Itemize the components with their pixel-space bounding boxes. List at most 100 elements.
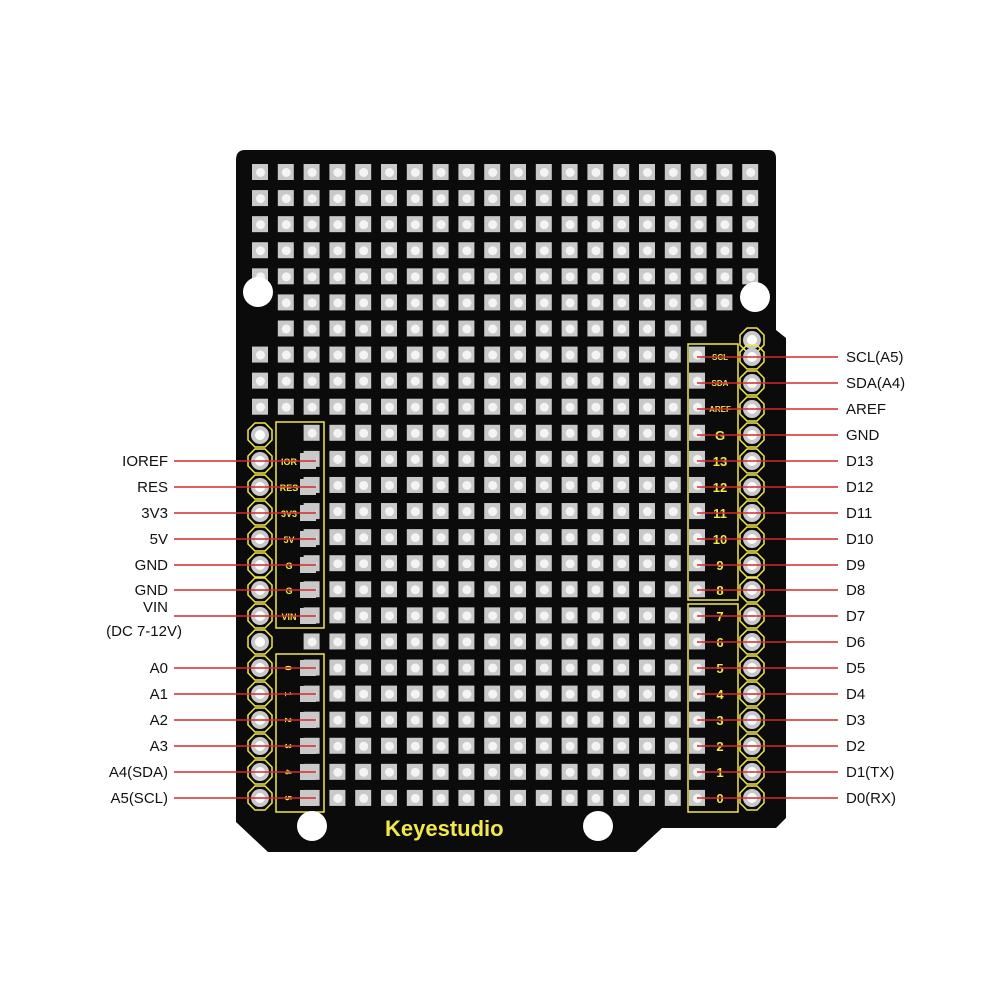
drill-hole	[410, 585, 420, 595]
drill-hole	[385, 246, 394, 256]
header-pad-outline	[739, 733, 765, 759]
drill-hole	[565, 741, 575, 751]
drill-hole	[617, 194, 627, 204]
drill-hole	[539, 793, 549, 803]
drill-hole	[488, 324, 498, 334]
drill-hole	[539, 507, 549, 517]
drill-hole	[410, 402, 420, 412]
drill-hole	[462, 246, 472, 256]
drill-hole	[488, 533, 498, 543]
drill-hole	[436, 611, 446, 621]
drill-hole	[565, 767, 575, 777]
drill-hole	[668, 246, 678, 256]
drill-hole	[359, 767, 369, 777]
drill-hole	[668, 272, 678, 282]
drill-hole	[333, 767, 343, 777]
drill-hole	[668, 507, 678, 517]
drill-hole	[462, 637, 472, 647]
drill-hole	[565, 559, 575, 569]
drill-hole	[694, 168, 704, 177]
header-pad-outline	[247, 577, 273, 603]
drill-hole	[591, 324, 601, 334]
drill-hole	[333, 168, 343, 177]
drill-hole	[617, 689, 627, 699]
drill-hole	[591, 428, 601, 438]
drill-hole	[539, 663, 549, 673]
drill-hole	[410, 767, 420, 777]
drill-hole	[539, 715, 549, 725]
drill-hole	[694, 298, 704, 308]
drill-hole	[565, 428, 575, 438]
drill-hole	[410, 480, 420, 490]
drill-hole	[462, 767, 472, 777]
drill-hole	[256, 246, 265, 256]
drill-hole	[514, 663, 523, 673]
drill-hole	[643, 611, 652, 621]
drill-hole	[333, 324, 343, 334]
drill-hole	[591, 350, 601, 360]
header-pad-hole	[255, 637, 265, 647]
drill-hole	[591, 637, 601, 647]
left-pin-label: 5V	[150, 531, 168, 548]
drill-hole	[385, 793, 394, 803]
drill-hole	[436, 324, 446, 334]
drill-hole	[359, 663, 369, 673]
drill-hole	[539, 298, 549, 308]
header-pad-outline	[739, 474, 765, 500]
right-pin-label: D4	[846, 686, 865, 703]
drill-hole	[307, 637, 317, 647]
analog-header-box	[275, 653, 325, 813]
drill-hole	[385, 428, 394, 438]
drill-hole	[410, 741, 420, 751]
header-pad-outline	[247, 681, 273, 707]
drill-hole	[565, 454, 575, 464]
drill-hole	[539, 454, 549, 464]
drill-hole	[462, 324, 472, 334]
right-pin-label: AREF	[846, 401, 886, 418]
drill-hole	[668, 767, 678, 777]
drill-hole	[359, 272, 369, 282]
header-pad-hole	[747, 335, 757, 345]
drill-hole	[436, 428, 446, 438]
drill-hole	[514, 246, 523, 256]
drill-hole	[359, 168, 369, 177]
drill-hole	[488, 559, 498, 569]
drill-hole	[539, 194, 549, 204]
drill-hole	[333, 428, 343, 438]
drill-hole	[333, 220, 343, 230]
drill-hole	[591, 767, 601, 777]
header-pad-outline	[739, 552, 765, 578]
drill-hole	[591, 480, 601, 490]
drill-hole	[617, 324, 627, 334]
drill-hole	[436, 454, 446, 464]
drill-hole	[410, 168, 420, 177]
left-pin-label: A4(SDA)	[109, 764, 168, 781]
drill-hole	[436, 715, 446, 725]
drill-hole	[385, 533, 394, 543]
drill-hole	[385, 194, 394, 204]
drill-hole	[514, 611, 523, 621]
drill-hole	[643, 533, 652, 543]
drill-hole	[385, 402, 394, 412]
right-pin-label: D1(TX)	[846, 764, 894, 781]
drill-hole	[307, 194, 317, 204]
drill-hole	[668, 194, 678, 204]
header-pad-outline	[247, 785, 273, 811]
drill-hole	[462, 559, 472, 569]
drill-hole	[694, 194, 704, 204]
drill-hole	[514, 715, 523, 725]
drill-hole	[359, 611, 369, 621]
drill-hole	[617, 402, 627, 412]
drill-hole	[462, 350, 472, 360]
header-pad-outline	[247, 526, 273, 552]
drill-hole	[591, 298, 601, 308]
drill-hole	[385, 298, 394, 308]
drill-hole	[359, 298, 369, 308]
drill-hole	[462, 168, 472, 177]
drill-hole	[488, 298, 498, 308]
header-pad-outline	[247, 422, 273, 448]
drill-hole	[694, 324, 704, 334]
drill-hole	[436, 168, 446, 177]
drill-hole	[410, 454, 420, 464]
